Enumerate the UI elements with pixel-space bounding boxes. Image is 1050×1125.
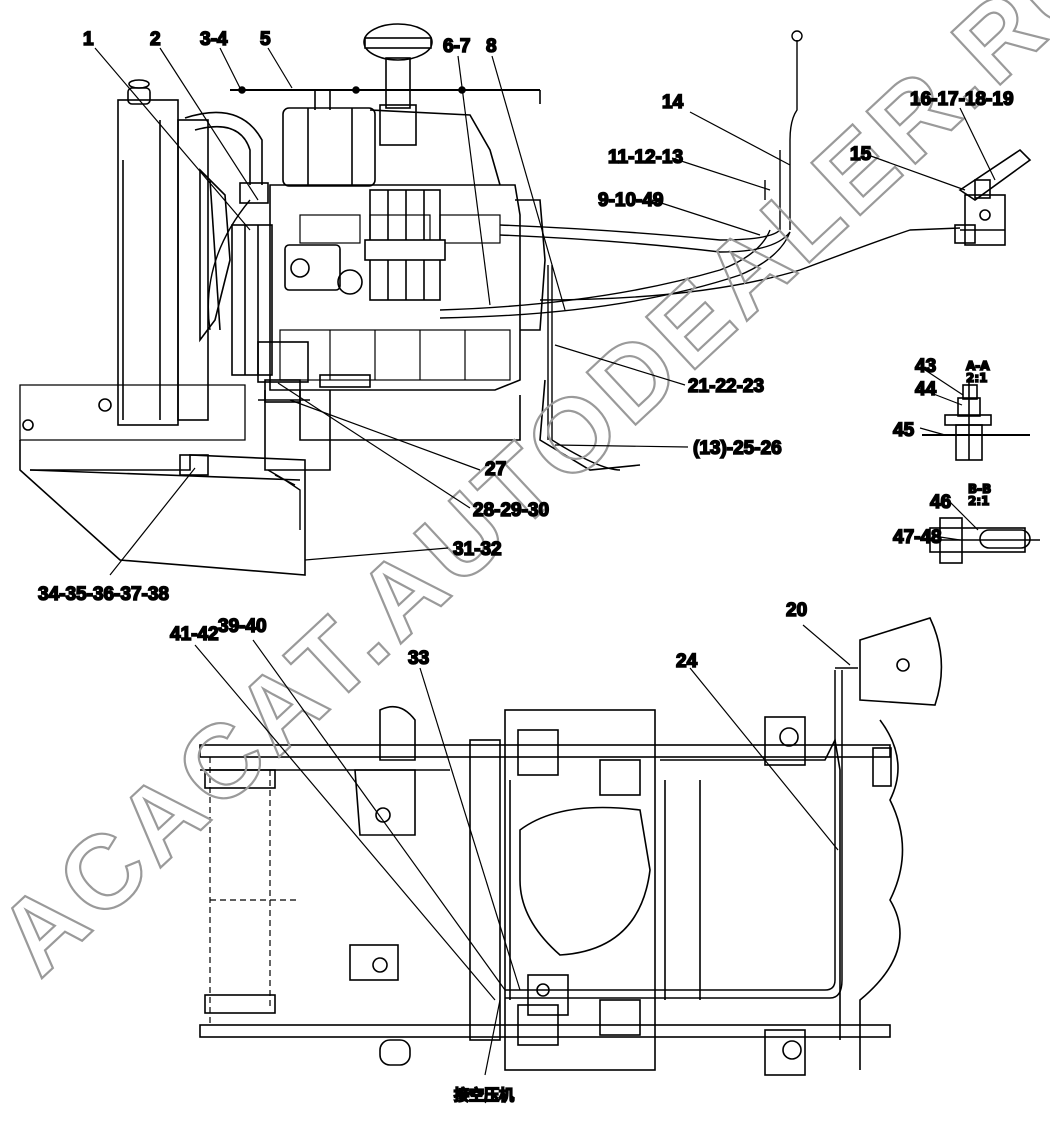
callout-3-4: 3-4 xyxy=(200,29,228,50)
callout-46: 46 xyxy=(930,492,951,513)
section-bb-scale: 2:1 xyxy=(968,494,990,508)
callout-28-29-30: 28-29-30 xyxy=(473,500,549,521)
callout-11-12-13: 11-12-13 xyxy=(608,147,683,168)
callout-14: 14 xyxy=(662,92,684,113)
callout-20: 20 xyxy=(786,600,807,621)
section-bb-label: B-B xyxy=(968,482,991,496)
callout-9-10-49: 9-10-49 xyxy=(598,190,664,211)
section-bb-detail xyxy=(925,517,1040,564)
section-aa-detail xyxy=(922,380,1030,461)
callout-21-22-23: 21-22-23 xyxy=(688,376,764,397)
callout-8: 8 xyxy=(486,36,497,57)
section-aa-scale: 2:1 xyxy=(966,371,988,385)
callout-34-35-36-37-38: 34-35-36-37-38 xyxy=(38,584,169,605)
leader-lines xyxy=(94,47,996,1076)
chassis-frame xyxy=(199,617,943,1076)
callout-31-32: 31-32 xyxy=(453,539,502,560)
callout-15: 15 xyxy=(850,144,872,165)
callout-44: 44 xyxy=(915,379,937,400)
callout-2: 2 xyxy=(150,29,161,50)
callout-39-40: 39-40 xyxy=(218,616,267,637)
callout-45: 45 xyxy=(893,420,915,441)
callout-5: 5 xyxy=(260,29,271,50)
watermark: ACACAT.AUTODEALER.RU xyxy=(0,0,1050,998)
callout-labels: 1 2 3-4 5 6-7 8 14 11-12-13 9-10-49 16-1… xyxy=(37,28,1014,1105)
callout-27: 27 xyxy=(485,459,506,480)
callout-24: 24 xyxy=(676,651,698,672)
valve-cluster xyxy=(954,148,1032,246)
note-to-air-compressor: 接空压机 xyxy=(454,1086,514,1104)
callout-16-17-18-19: 16-17-18-19 xyxy=(910,89,1014,110)
callout-33: 33 xyxy=(408,648,429,669)
callout-43: 43 xyxy=(915,356,936,377)
callout-6-7: 6-7 xyxy=(443,36,470,57)
callout-41-42: 41-42 xyxy=(170,624,219,645)
callout-1: 1 xyxy=(83,29,94,50)
callout-47-48: 47-48 xyxy=(893,527,942,548)
pipe-routing xyxy=(207,30,961,530)
section-aa-label: A-A xyxy=(966,359,990,373)
callout-13-25-26: (13)-25-26 xyxy=(693,438,782,459)
engine-assembly xyxy=(19,23,641,576)
